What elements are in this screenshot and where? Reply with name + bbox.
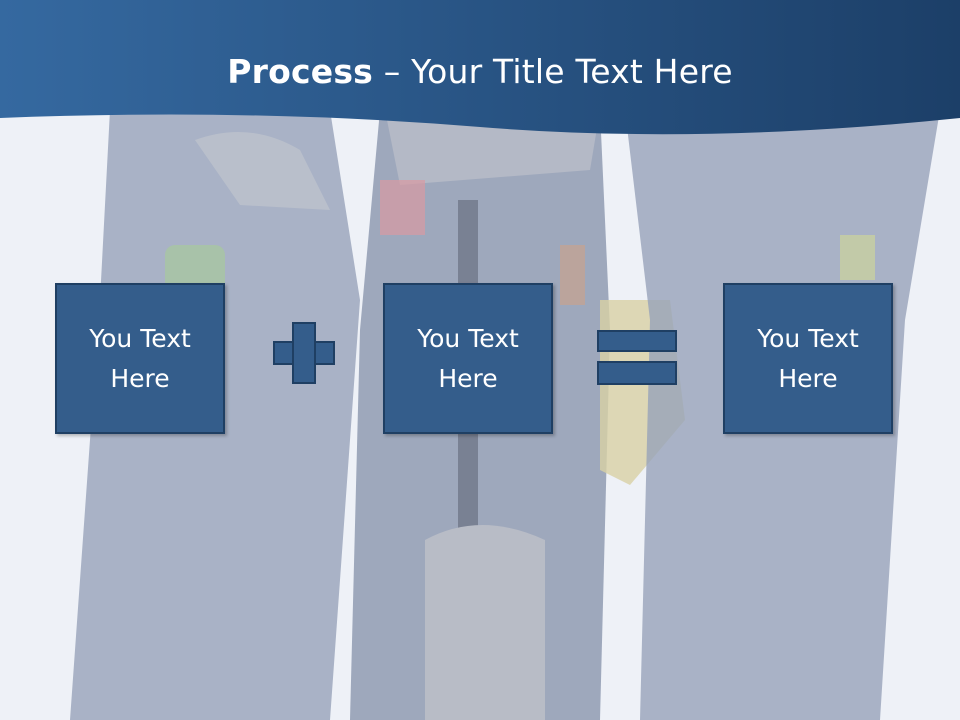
text-box-2-label: You Text Here <box>417 323 519 393</box>
text-box-1-label: You Text Here <box>89 323 191 393</box>
plus-icon <box>273 322 335 384</box>
text-box-3[interactable]: You Text Here <box>723 283 893 434</box>
text-box-3-label: You Text Here <box>757 323 859 393</box>
title-bold: Process <box>227 52 374 91</box>
slide-title: Process – Your Title Text Here <box>0 52 960 91</box>
text-box-2[interactable]: You Text Here <box>383 283 553 434</box>
title-rest: – Your Title Text Here <box>373 52 733 91</box>
equals-icon <box>597 330 677 385</box>
text-box-1[interactable]: You Text Here <box>55 283 225 434</box>
